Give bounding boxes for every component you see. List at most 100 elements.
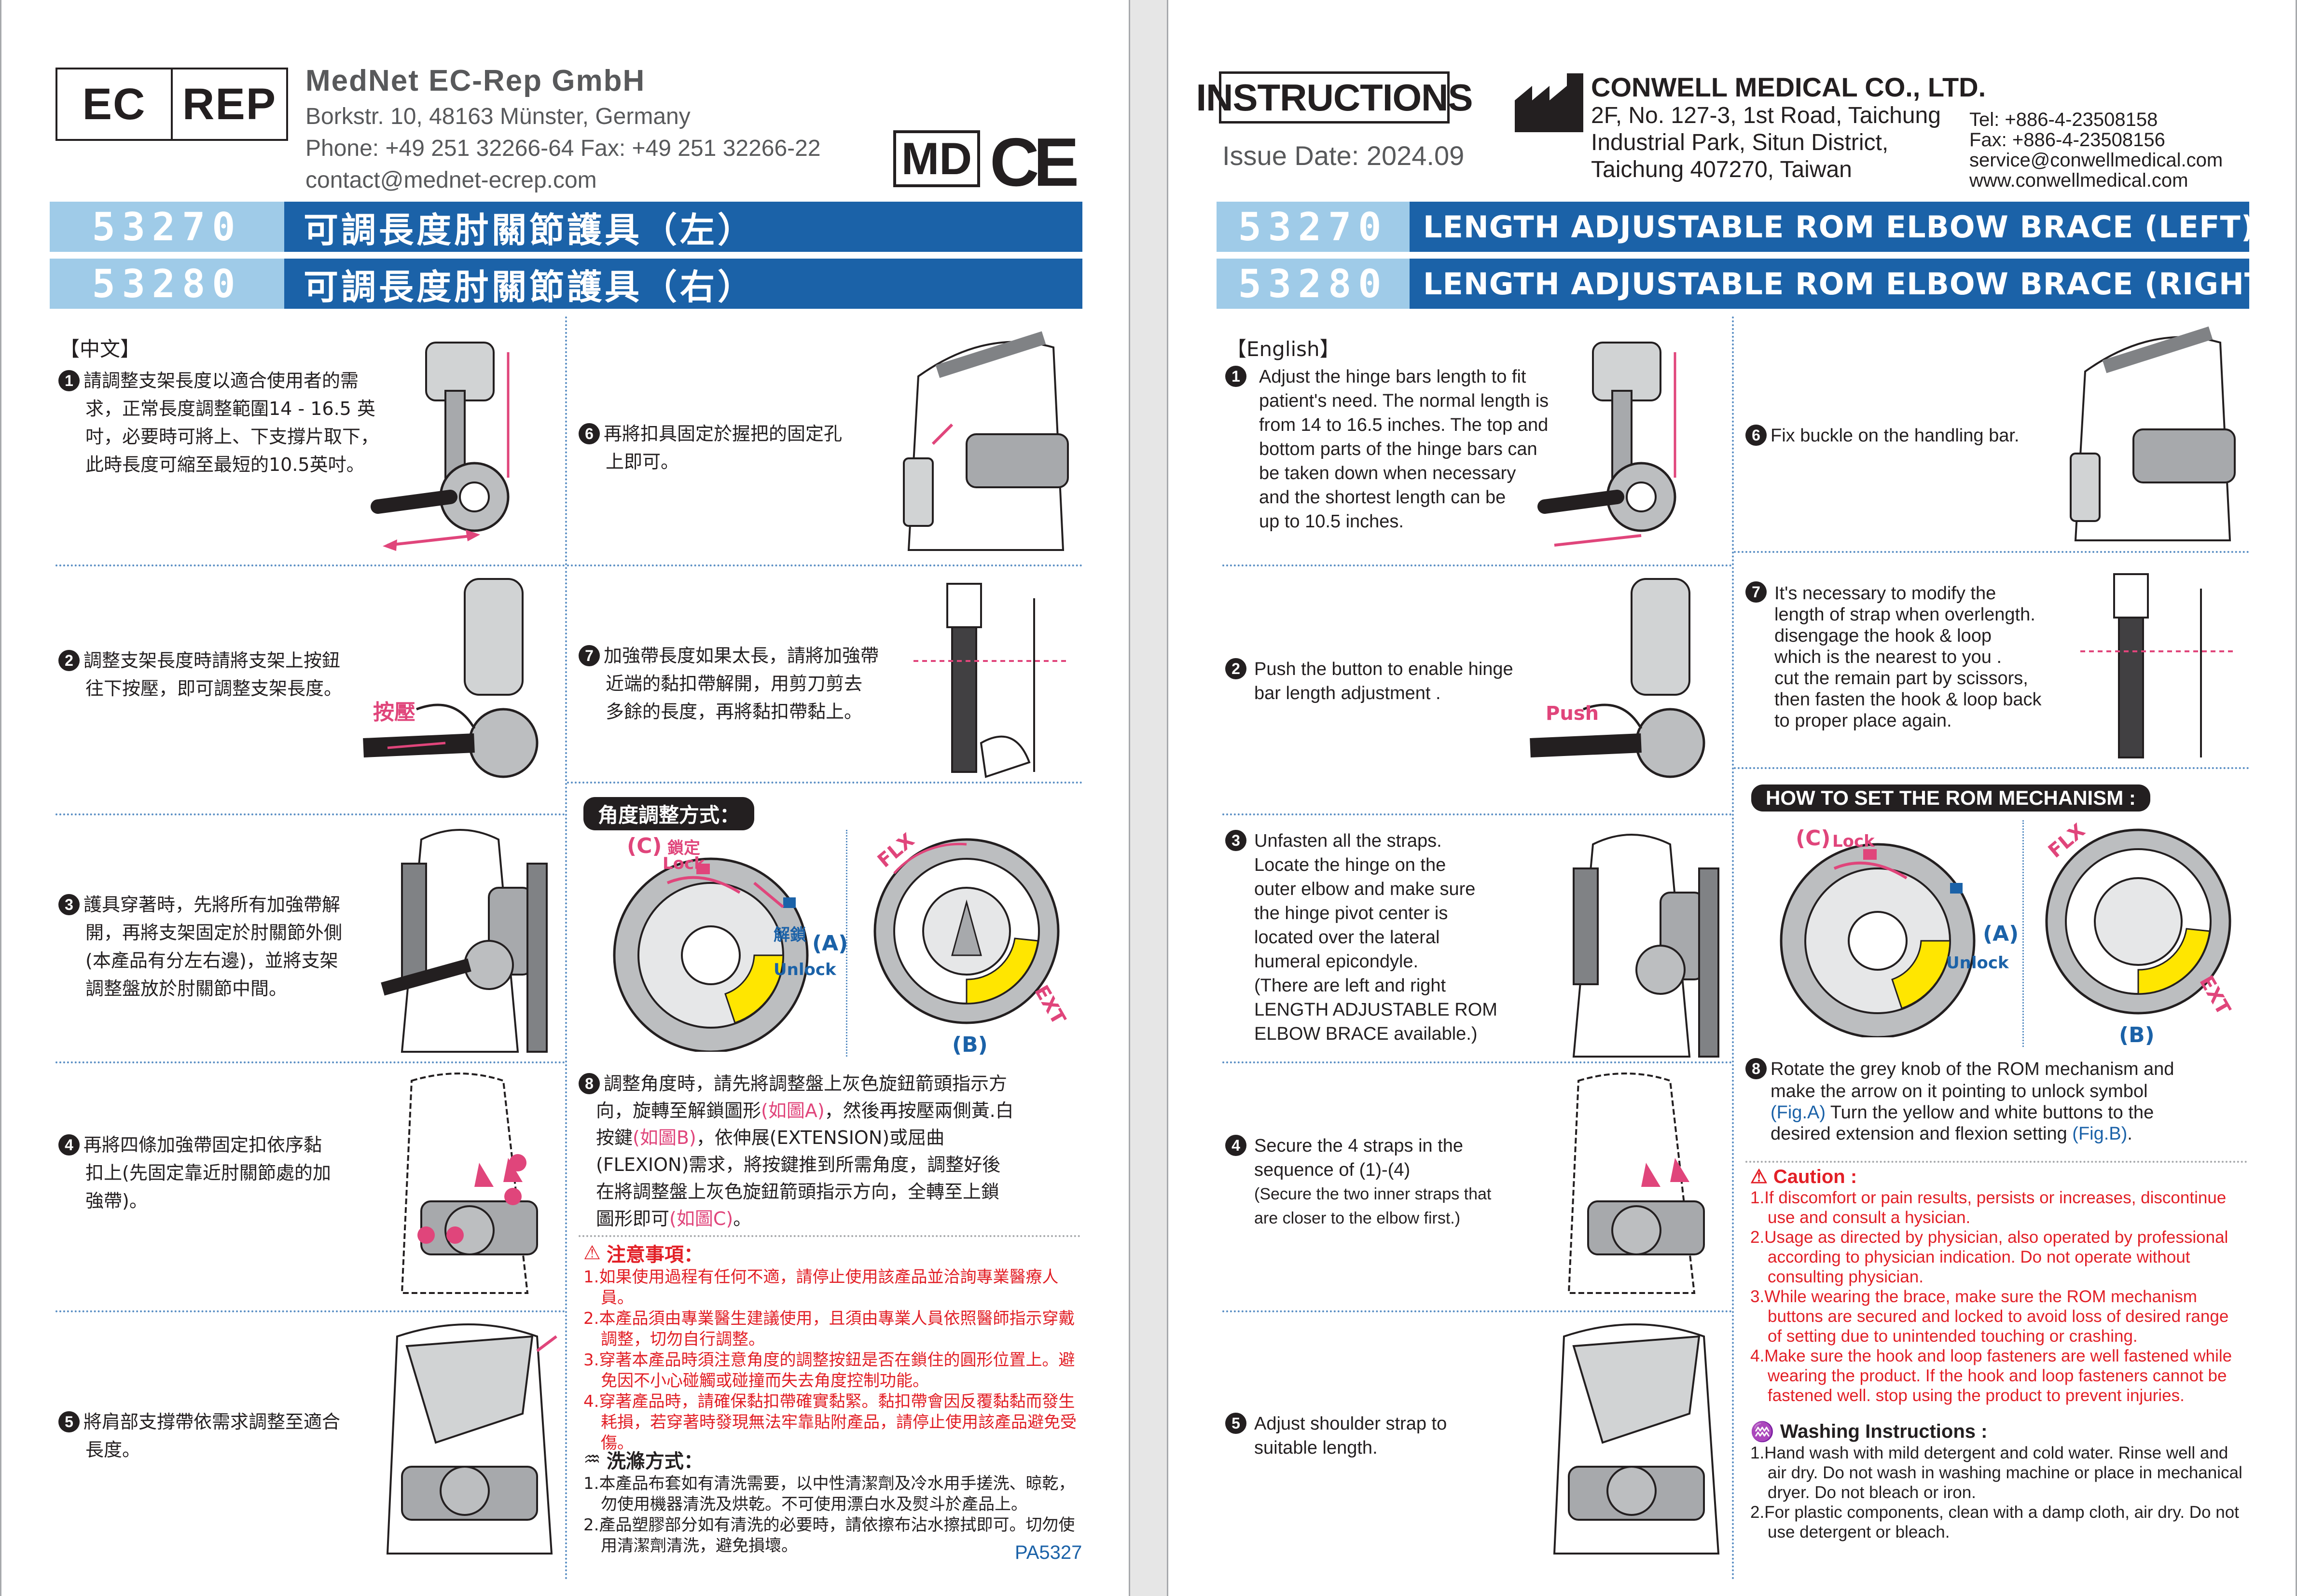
caution-item: 1.如果使用過程有任何不適，請停止使用該產品並洽詢專業醫療人員。 [583, 1267, 1059, 1307]
step-number: 4 [1225, 1134, 1246, 1156]
step-number: 1 [58, 370, 80, 391]
unlock-figure-label: (A) [812, 931, 848, 956]
caution-item: 3.While wearing the brace, make sure the… [1750, 1287, 2229, 1346]
company-email: service@conwellmedical.com [1969, 150, 2223, 171]
caution-item: 2.本產品須由專業醫生建議使用，且須由專業人員依照醫師指示穿戴調整，切勿自行調整… [583, 1309, 1075, 1349]
english-page: INSTRUCTIONS Issue Date: 2024.09 CONWELL… [1167, 0, 2297, 1596]
section-label: 【中文】 [59, 337, 141, 361]
lock-en-text: Lock [663, 854, 705, 873]
ce-mark: CE [990, 124, 1079, 201]
company-web: www.conwellmedical.com [1969, 170, 2188, 191]
product-name: LENGTH ADJUSTABLE ROM ELBOW BRACE (RIGHT… [1410, 259, 2249, 309]
unlock-en-text: Unlock [774, 960, 836, 979]
ec-rep-symbol: EC REP [55, 68, 288, 141]
company-address-1: 2F, No. 127-3, 1st Road, Taichung [1591, 103, 1941, 128]
wearing-brace-illustration [1572, 834, 1719, 1058]
step-3: 3 Unfasten all the straps. Locate the hi… [1225, 829, 1573, 1046]
caution-divider [1745, 1161, 2247, 1163]
row-divider [567, 782, 1082, 784]
wearing-brace-illustration [381, 829, 548, 1053]
row-divider [1222, 1061, 1732, 1063]
washing-item: 2.For plastic components, clean with a d… [1750, 1503, 2239, 1541]
buckle-illustration [903, 331, 1069, 551]
step-4: 4 Secure the 4 straps in the sequence of… [1225, 1134, 1573, 1230]
issue-date: Issue Date: 2024.09 [1222, 140, 1465, 171]
row-divider [55, 1061, 565, 1063]
company-name: CONWELL MEDICAL CO., LTD. [1591, 72, 1986, 102]
row-divider [1222, 564, 1732, 566]
step-number: 5 [58, 1411, 80, 1432]
figure-divider [2022, 820, 2024, 1047]
rom-dial-setting-illustration [2045, 828, 2231, 1015]
product-name: 可調長度肘關節護具（左） [284, 202, 1082, 252]
unlock-text: 解鎖 [774, 925, 806, 945]
washing-item: 1.Hand wash with mild detergent and cold… [1750, 1444, 2242, 1502]
step-number: 3 [58, 894, 80, 915]
push-button-illustration [363, 578, 539, 778]
row-divider [55, 564, 565, 566]
rom-title: HOW TO SET THE ROM MECHANISM : [1751, 784, 2150, 812]
ec-rep-address: Borkstr. 10, 48163 Münster, Germany [305, 104, 691, 129]
product-code: 53280 [50, 259, 284, 309]
section-label: 【English】 [1226, 337, 1340, 361]
step-number: 7 [1745, 581, 1767, 603]
title-bar-left: 53270 LENGTH ADJUSTABLE ROM ELBOW BRACE … [1217, 202, 2249, 252]
step-number: 2 [1225, 658, 1246, 679]
washing-block: ♒Washing Instructions : 1.Hand wash with… [1750, 1420, 2247, 1542]
title-bar-right: 53280 LENGTH ADJUSTABLE ROM ELBOW BRACE … [1217, 259, 2249, 309]
title-bar-left: 53270 可調長度肘關節護具（左） [50, 202, 1082, 252]
rom-dial-lock-illustration [1780, 843, 1976, 1037]
step-number: 1 [1225, 365, 1246, 387]
step-number: 5 [1225, 1412, 1246, 1434]
step-7: 7 It's necessary to modify the length of… [1745, 581, 2074, 731]
ec-rep-name: MedNet EC-Rep GmbH [305, 64, 646, 97]
step-5: 5 Adjust shoulder strap to suitable leng… [1225, 1412, 1573, 1460]
washing-block: ♒洗滌方式： 1.本產品布套如有清洗需要，以中性清潔劑及冷水用手搓洗、晾乾，勿使… [583, 1445, 1080, 1556]
product-code: 53270 [1217, 202, 1410, 252]
caution-item: 3.穿著本產品時須注意角度的調整按鈕是否在鎖住的圓形位置上。避免因不小心碰觸或碰… [583, 1350, 1075, 1390]
row-divider [55, 1310, 565, 1312]
fig-b-label: (B) [2119, 1023, 2155, 1047]
title-bar-right: 53280 可調長度肘關節護具（右） [50, 259, 1082, 309]
chinese-page: EC REP MedNet EC-Rep GmbH Borkstr. 10, 4… [0, 0, 1130, 1596]
warning-icon: ⚠ [583, 1242, 601, 1264]
md-symbol: MD [893, 130, 980, 187]
product-name: LENGTH ADJUSTABLE ROM ELBOW BRACE (LEFT) [1410, 202, 2249, 252]
row-divider [1222, 1310, 1732, 1312]
caution-item: 1.If discomfort or pain results, persist… [1750, 1188, 2227, 1227]
step-1: 1 Adjust the hinge bars length to fit pa… [1225, 365, 1573, 534]
lock-figure-label: (C) [1796, 826, 1831, 851]
washing-item: 1.本產品布套如有清洗需要，以中性清潔劑及冷水用手搓洗、晾乾，勿使用機器清洗及烘… [583, 1474, 1075, 1514]
manufacturer-factory-icon [1515, 73, 1583, 132]
angle-adjust-title: 角度調整方式： [583, 797, 755, 830]
lock-en-text: Lock [1832, 832, 1875, 851]
lock-figure-label: (C) [627, 834, 662, 858]
push-label: Push [1546, 702, 1599, 725]
step-number: 4 [58, 1134, 80, 1156]
document-code: PA5327 [1015, 1542, 1082, 1563]
step-number: 8 [1745, 1058, 1767, 1079]
company-fax: Fax: +886-4-23508156 [1969, 129, 2165, 151]
caution-block: ⚠Caution : 1.If discomfort or pain resul… [1750, 1166, 2247, 1405]
step-number: 2 [58, 649, 80, 671]
washing-icon: ♒ [583, 1448, 601, 1471]
rep-label: REP [171, 69, 286, 139]
shoulder-strap-illustration [1553, 1323, 1720, 1555]
cut-strap-illustration [913, 583, 1068, 778]
ec-rep-email: contact@mednet-ecrep.com [305, 167, 597, 193]
instructions-label: INSTRUCTIONS [1196, 71, 1473, 124]
caution-divider [579, 1235, 1080, 1237]
company-address-2: Industrial Park, Situn District, [1591, 130, 1889, 155]
caution-item: 4.穿著產品時，請確保黏扣帶確實黏緊。黏扣帶會因反覆黏黏而發生耗損，若穿著時發現… [583, 1392, 1077, 1453]
washing-item: 2.產品塑膠部分如有清洗的必要時，請依擦布沾水擦拭即可。切勿使用清潔劑清洗，避免… [583, 1515, 1075, 1555]
product-name: 可調長度肘關節護具（右） [284, 259, 1082, 309]
hinge-length-illustration [1537, 342, 1676, 547]
step-2: 2 Push the button to enable hinge bar le… [1225, 657, 1573, 705]
ec-label: EC [82, 79, 146, 129]
